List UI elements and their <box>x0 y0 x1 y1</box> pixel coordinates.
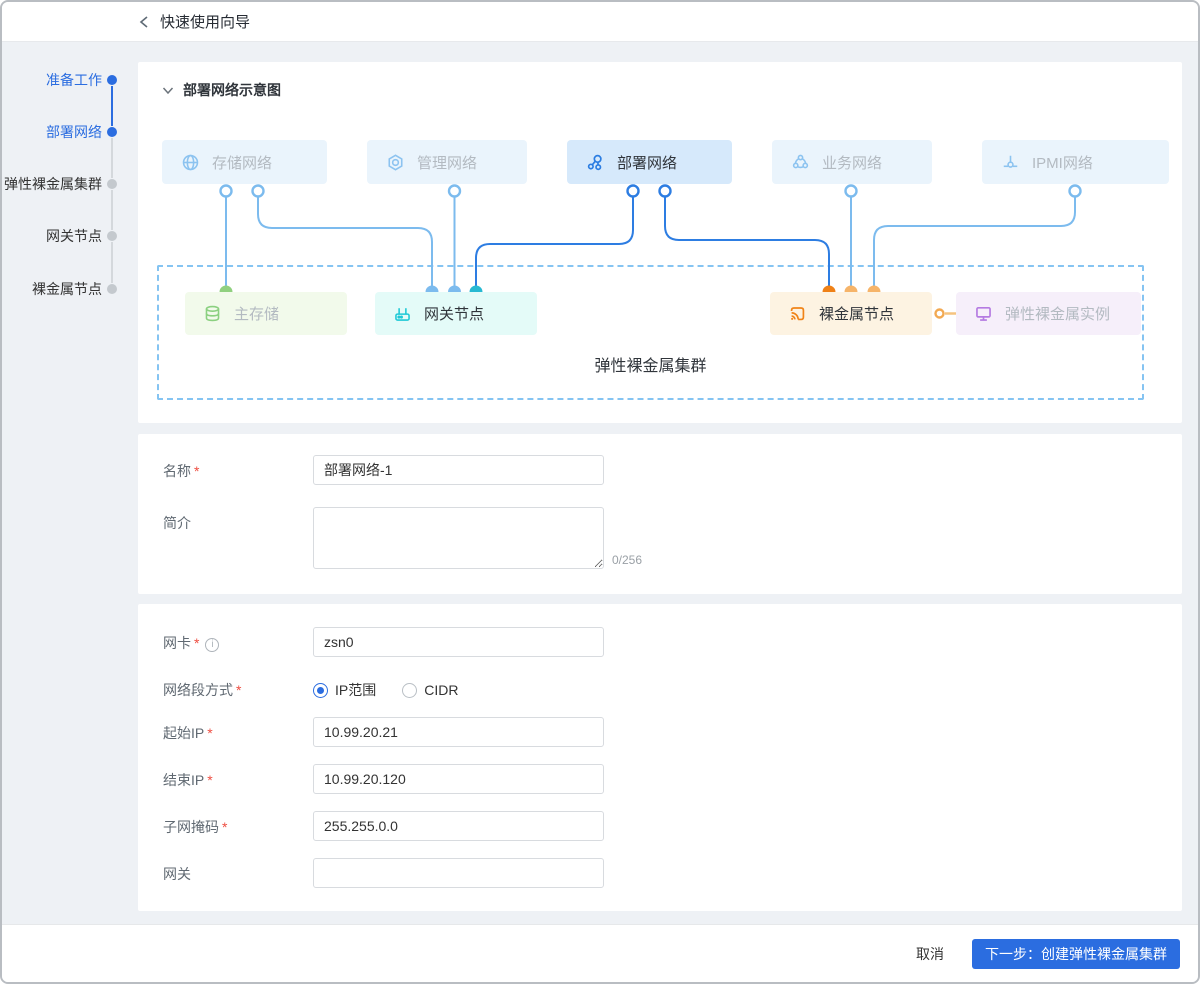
stepper-dot <box>107 179 117 189</box>
node-box-label: 网关节点 <box>424 306 485 323</box>
back-button[interactable]: 快速使用向导 <box>138 11 250 32</box>
end-ip-row: 结束IP* <box>138 764 1182 794</box>
radio-circle-icon <box>402 682 418 698</box>
subnet-mask-input[interactable] <box>313 811 604 841</box>
node-box-label: 主存储 <box>234 306 280 323</box>
required-mark: * <box>207 772 213 788</box>
chevron-left-icon <box>138 15 150 29</box>
radio-circle-icon <box>313 682 328 698</box>
cancel-button[interactable]: 取消 <box>916 945 944 962</box>
basic-form-card: 名称* 简介 0/256 <box>138 434 1182 594</box>
gateway-label: 网关 <box>163 866 191 882</box>
end-ip-input[interactable] <box>313 764 604 794</box>
node-box-baremetal: 裸金属节点 <box>770 292 932 335</box>
network-box-storage: 存储网络 <box>162 140 327 184</box>
name-label: 名称* <box>163 463 200 479</box>
required-mark: * <box>222 819 228 835</box>
diagram-card: 部署网络示意图 弹性裸金属集群 <box>138 62 1182 423</box>
nic-field-row: 网卡*i <box>138 604 1182 657</box>
required-mark: * <box>194 463 200 479</box>
nic-input[interactable] <box>313 627 604 657</box>
required-mark: * <box>207 725 213 741</box>
stepper-item-deploy-network[interactable]: 部署网络 <box>2 122 138 142</box>
chevron-down-icon <box>162 86 174 95</box>
stepper-item-cluster[interactable]: 弹性裸金属集群 <box>2 174 138 194</box>
network-box-label: IPMI网络 <box>1032 154 1093 172</box>
cluster-dashed-box <box>157 265 1144 400</box>
required-mark: * <box>194 635 200 651</box>
nic-label: 网卡*i <box>138 627 313 653</box>
node-box-gateway: 网关节点 <box>375 292 537 335</box>
gateway-input[interactable] <box>313 858 604 888</box>
stepper-item-label: 准备工作 <box>46 72 102 88</box>
node-box-primary-storage: 主存储 <box>185 292 347 335</box>
end-ip-label: 结束IP* <box>163 772 213 788</box>
page-title: 快速使用向导 <box>160 14 251 31</box>
topbar: 快速使用向导 <box>2 2 1198 42</box>
monitor-icon <box>974 304 993 323</box>
cluster-label: 弹性裸金属集群 <box>594 358 707 375</box>
cast-icon <box>788 304 807 323</box>
description-field-row: 简介 0/256 <box>138 507 1182 569</box>
connector-lines <box>219 184 1082 319</box>
name-input[interactable] <box>313 455 604 485</box>
stepper-item-label: 网关节点 <box>46 228 102 244</box>
probe-icon <box>1001 153 1020 172</box>
tri-nodes-icon <box>791 153 810 172</box>
segment-mode-radio-group: IP范围 CIDR <box>313 674 458 700</box>
start-ip-input[interactable] <box>313 717 604 747</box>
network-box-label: 部署网络 <box>617 154 678 172</box>
stepper-item-prepare[interactable]: 准备工作 <box>2 70 138 90</box>
stepper-connector <box>111 138 113 178</box>
stepper-dot <box>107 231 117 241</box>
gateway-row: 网关 <box>138 858 1182 888</box>
stepper-item-label: 弹性裸金属集群 <box>4 176 102 192</box>
next-step-button[interactable]: 下一步：创建弹性裸金属集群 <box>972 938 1180 969</box>
network-box-label: 业务网络 <box>822 154 883 172</box>
info-icon[interactable]: i <box>205 637 220 652</box>
description-textarea[interactable] <box>313 507 604 569</box>
nut-icon <box>386 153 405 172</box>
stepper-item-gateway-node[interactable]: 网关节点 <box>2 226 138 246</box>
segment-mode-row: 网络段方式* IP范围 CIDR <box>138 674 1182 700</box>
char-counter: 0/256 <box>612 553 643 567</box>
description-label: 简介 <box>163 515 191 531</box>
stepper-connector <box>111 86 113 126</box>
start-ip-row: 起始IP* <box>138 717 1182 747</box>
stepper-dot <box>107 75 117 85</box>
stepper-dot <box>107 127 117 137</box>
router-icon <box>393 304 412 323</box>
name-field-row: 名称* <box>138 434 1182 485</box>
stepper: 准备工作 部署网络 弹性裸金属集群 网关节点 裸金属节点 <box>2 42 138 924</box>
radio-cidr[interactable]: CIDR <box>402 682 458 698</box>
cluster-nodes-icon <box>586 153 605 172</box>
stepper-connector <box>111 190 113 230</box>
node-box-label: 裸金属节点 <box>819 306 895 323</box>
footer-bar: 取消 下一步：创建弹性裸金属集群 <box>2 924 1198 982</box>
network-box-management: 管理网络 <box>367 140 527 184</box>
network-form-card: 网卡*i 网络段方式* IP范围 <box>138 604 1182 911</box>
network-box-business: 业务网络 <box>772 140 932 184</box>
network-box-label: 存储网络 <box>212 154 273 172</box>
subnet-mask-label: 子网掩码* <box>163 819 228 835</box>
stepper-item-label: 部署网络 <box>46 124 102 140</box>
network-box-label: 管理网络 <box>417 154 478 172</box>
network-box-ipmi: IPMI网络 <box>982 140 1169 184</box>
radio-ip-range[interactable]: IP范围 <box>313 680 376 700</box>
network-box-deploy: 部署网络 <box>567 140 732 184</box>
node-box-elastic-instance: 弹性裸金属实例 <box>956 292 1141 335</box>
stepper-connector <box>111 242 113 283</box>
start-ip-label: 起始IP* <box>163 725 213 741</box>
diagram-section-toggle[interactable]: 部署网络示意图 <box>162 80 281 100</box>
subnet-mask-row: 子网掩码* <box>138 811 1182 841</box>
database-icon <box>203 304 222 323</box>
node-box-label: 弹性裸金属实例 <box>1005 306 1111 323</box>
stepper-dot <box>107 284 117 294</box>
globe-icon <box>181 153 200 172</box>
segment-mode-label: 网络段方式* <box>163 682 242 698</box>
required-mark: * <box>236 682 242 698</box>
diagram-section-title: 部署网络示意图 <box>183 82 281 98</box>
stepper-item-baremetal-node[interactable]: 裸金属节点 <box>2 279 138 299</box>
stepper-item-label: 裸金属节点 <box>32 281 102 297</box>
